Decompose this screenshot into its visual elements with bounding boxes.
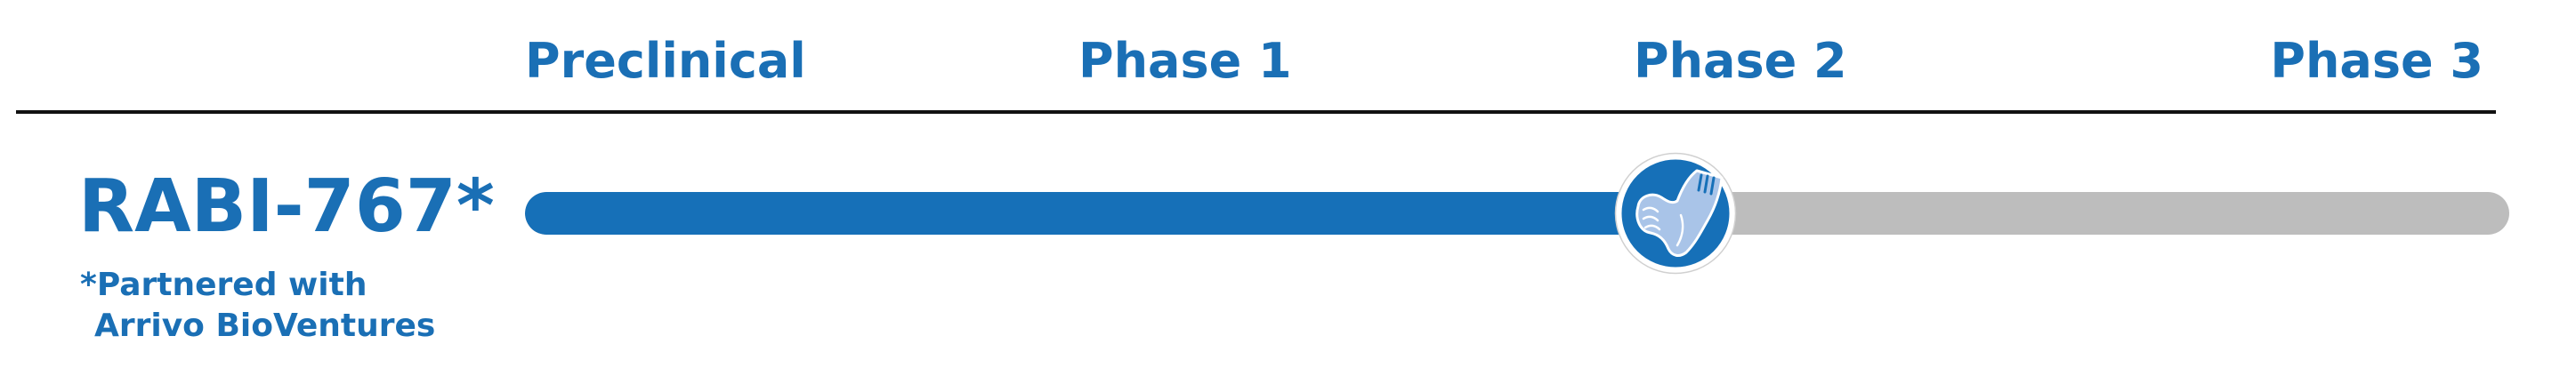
program-name: RABI-767* [78, 164, 495, 249]
pancreas-icon [1615, 152, 1737, 275]
progress-track [525, 192, 2509, 235]
header-divider [16, 110, 2496, 114]
phase-label-phase-2: Phase 2 [1634, 33, 1847, 89]
phase-label-phase-1: Phase 1 [1078, 33, 1292, 89]
phase-label-phase-3: Phase 3 [2270, 33, 2483, 89]
phase-label-preclinical: Preclinical [525, 33, 806, 89]
partner-note-line-1: *Partnered with [80, 267, 367, 303]
partner-note-line-2: Arrivo BioVentures [94, 308, 436, 344]
progress-fill [525, 192, 1698, 235]
partner-note: *Partnered with Arrivo BioVentures [80, 265, 435, 347]
